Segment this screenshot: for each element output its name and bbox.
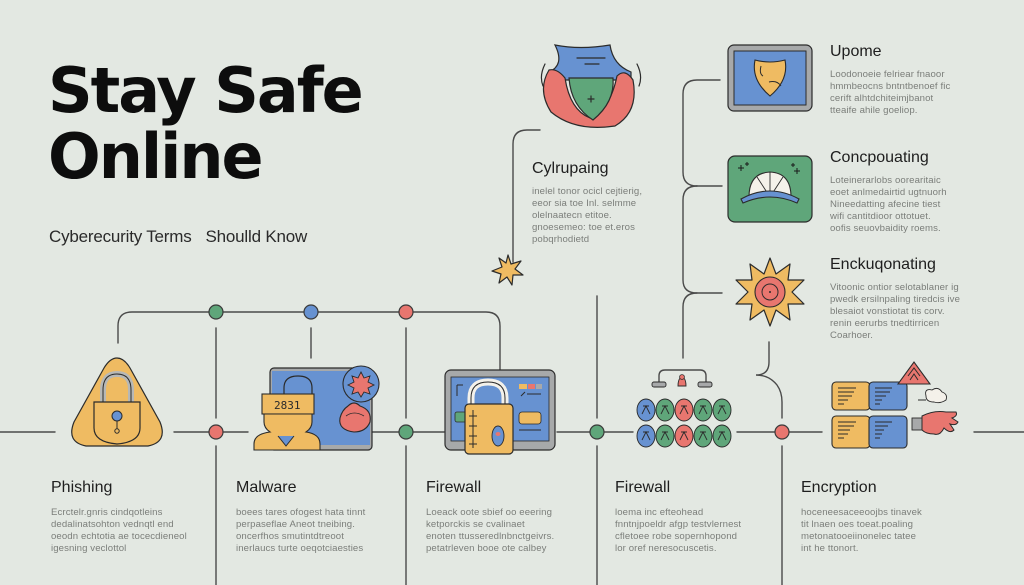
term-card-malware: Malware boees tares ofogest hata tinnt p… [236,479,366,554]
node-dot [398,304,414,320]
node-dot [208,424,224,440]
node-dot [398,424,414,440]
node-dot [303,304,319,320]
page-title: Stay Safe Online [48,54,364,193]
term-card-firewall-2: Firewall loema inc efteohead fnntnjpoeld… [615,479,742,554]
side-card-2: Concpouating Loteinerarlobs oorearitaic … [830,149,947,234]
center-card-desc: inelel tonor ocicl cejtierig, eeor sia t… [532,186,643,245]
center-card: Cylrupaing inelel tonor ocicl cejtierig,… [532,160,642,246]
node-dot [774,424,790,440]
page-subtitle: Cyberecurity Terms Shoulld Know [49,227,307,247]
malware-badge-text: 2831 [274,399,301,412]
subtitle-part-2: Shoulld Know [205,227,308,246]
node-dot [208,304,224,320]
padlock-triangle-icon [71,357,163,447]
malware-screen-icon: 2831 [253,365,380,451]
center-card-title: Cylrupaing [532,160,609,177]
firewall-lock-icon [444,369,556,455]
star-icon [491,254,524,286]
term-card-phishing: Phishing Ecrctelr.gnris cindqotleins ded… [51,479,187,554]
gear-target-icon [735,257,805,327]
term-card-encryption: Encryption hoceneesaceeoojbs tinavek tit… [801,479,922,554]
shield-screen-icon [727,44,813,112]
encryption-files-icon [831,361,959,449]
node-dot [589,424,605,440]
side-card-1: Upome Loodonoeie felriear fnaoor hmmbeoc… [830,43,951,116]
term-card-firewall: Firewall Loeack oote sbief oo eeering ke… [426,479,555,554]
title-line-2: Online [48,120,264,193]
helmet-icon [727,155,813,223]
network-nodes-icon [636,374,732,448]
side-card-3: Enckuqonating Vitoonic ontior selotablan… [830,256,961,341]
shield-body-icon [540,44,642,128]
subtitle-part-1: Cyberecurity Terms [49,227,192,246]
title-line-1: Stay Safe [48,54,364,127]
